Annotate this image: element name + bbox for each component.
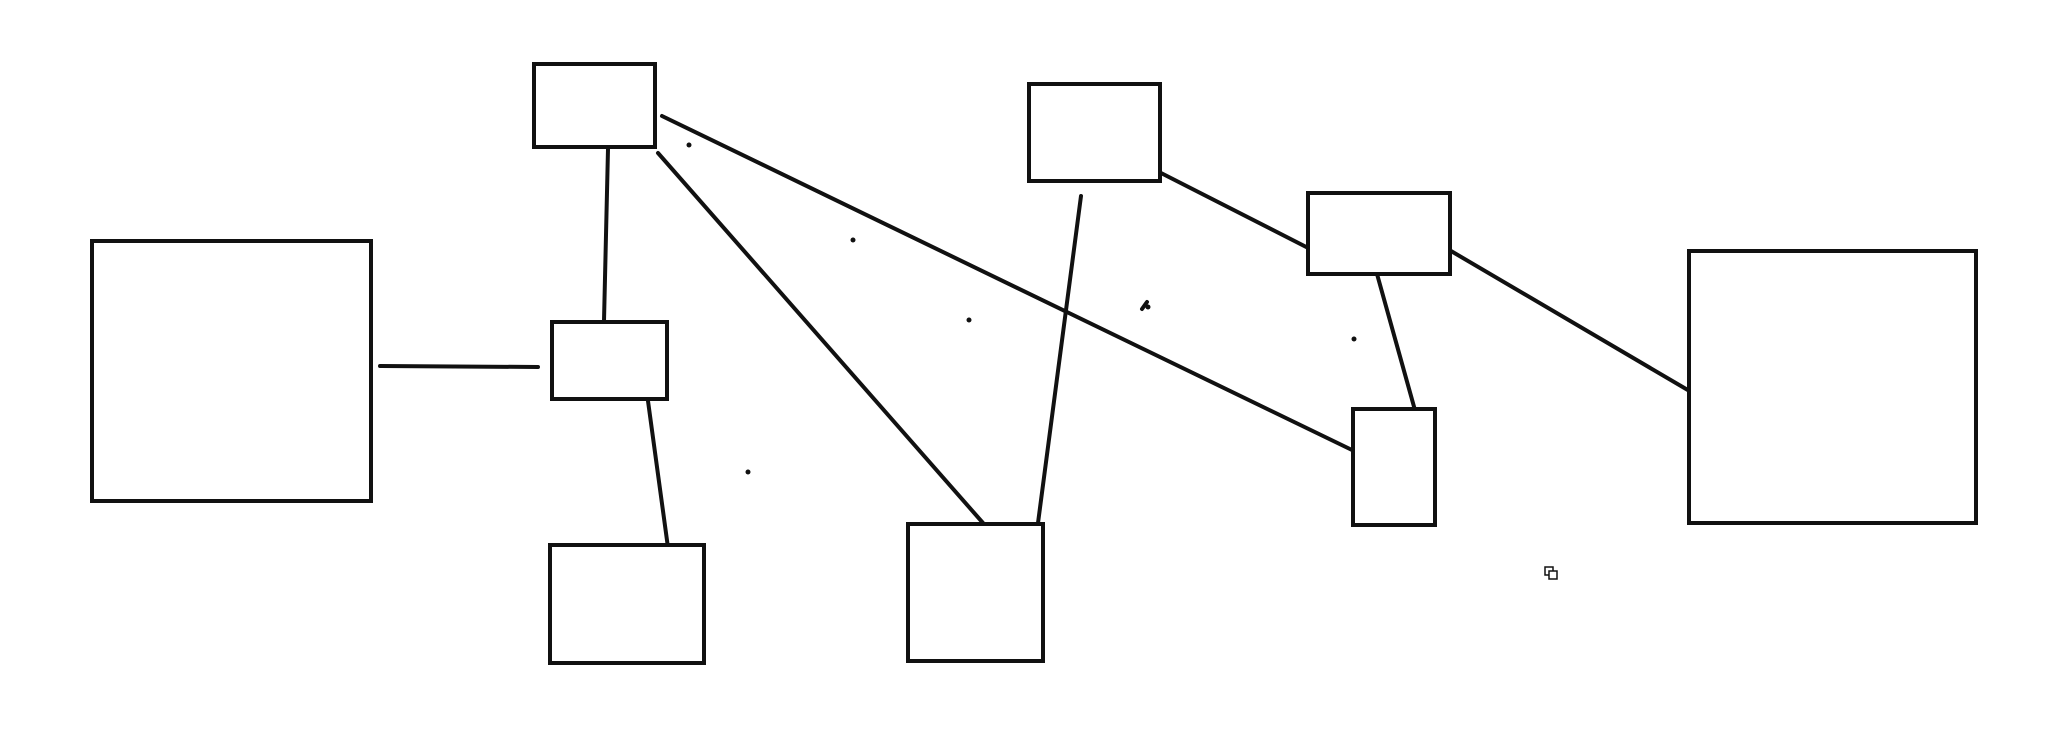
nodes-layer — [90, 62, 1978, 665]
stray-dot-2 — [850, 237, 856, 243]
box-bottom-center — [906, 522, 1045, 663]
edge-box-top-center-to-box-bottom-center — [1036, 194, 1083, 525]
stray-dot-4 — [1145, 304, 1151, 310]
edge-box-top-small-to-box-tall-small — [660, 114, 1354, 452]
copy-cursor-icon — [1544, 566, 1558, 580]
edge-box-top-small-to-box-bottom-center — [656, 151, 985, 525]
edge-box-right-mid-to-box-large-right — [1449, 249, 1700, 398]
box-large-right — [1687, 249, 1978, 525]
box-bottom-left — [548, 543, 706, 665]
edge-box-large-left-to-box-middle-small — [378, 364, 540, 369]
box-top-small — [532, 62, 657, 149]
stray-marks-layer — [686, 142, 1357, 475]
stray-dot-3 — [966, 317, 972, 323]
stray-dot-5 — [1351, 336, 1357, 342]
box-top-center — [1027, 82, 1162, 183]
stray-dot-1 — [686, 142, 692, 148]
stray-tick-mark — [1140, 300, 1149, 311]
edges-layer — [378, 114, 1700, 557]
edge-box-top-center-to-box-right-mid — [1159, 171, 1320, 255]
box-large-left — [90, 239, 373, 503]
edge-box-top-small-to-box-middle-small — [602, 147, 610, 323]
icon-layer — [1544, 566, 1558, 580]
edge-box-middle-small-to-box-bottom-left — [646, 399, 671, 557]
box-tall-small — [1351, 407, 1437, 527]
edge-box-right-mid-to-box-tall-small — [1375, 272, 1420, 423]
stray-dot-6 — [745, 469, 751, 475]
box-middle-small — [550, 320, 669, 401]
box-right-mid — [1306, 191, 1452, 276]
